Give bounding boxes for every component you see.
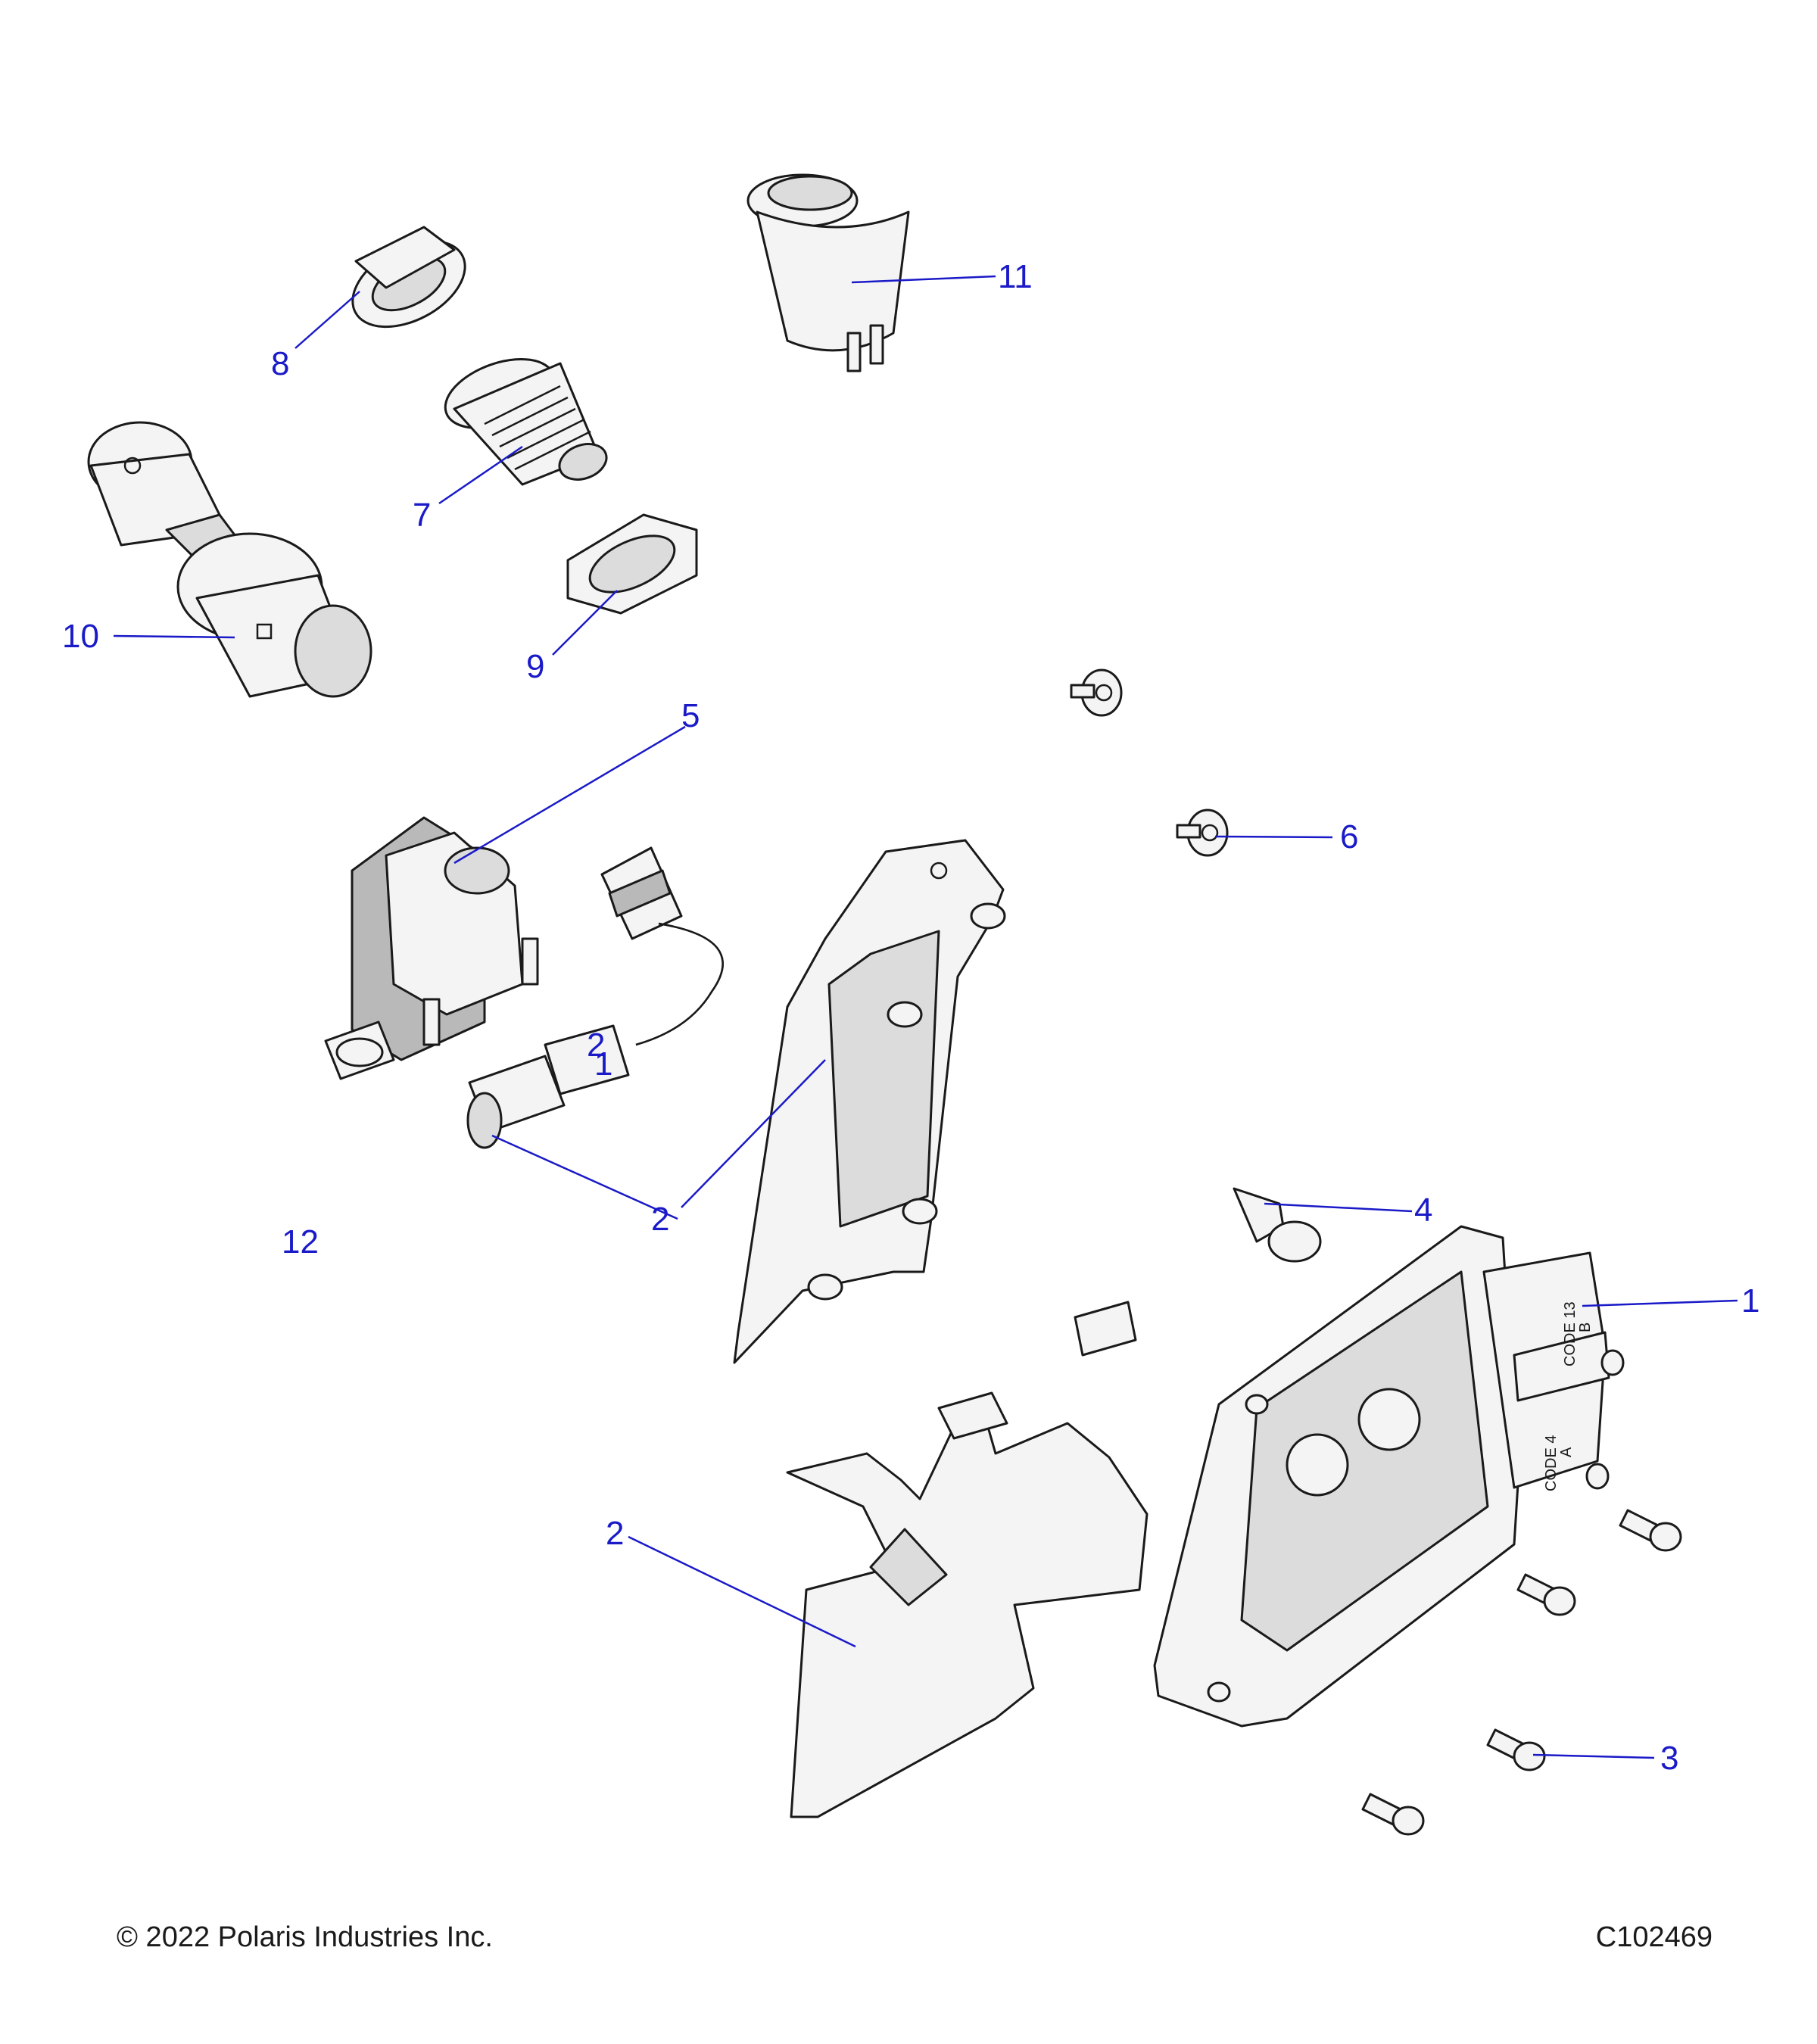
callout-5: 5: [681, 697, 700, 734]
leader-11: [851, 275, 996, 284]
leader-2-cover: [628, 1535, 856, 1648]
part-5-relay: [324, 816, 539, 1080]
pin-label-2: 2: [587, 1027, 605, 1064]
ecu-label-b: B: [1577, 1323, 1594, 1332]
callout-1: 1: [1741, 1282, 1759, 1320]
leader-5: [453, 725, 686, 865]
part-4-push-rivet: [1233, 1187, 1322, 1263]
ecu-label-code-4: CODE 4: [1543, 1435, 1560, 1491]
part-1-ecu: CODE 13 B CODE 4 A: [1153, 1225, 1625, 1728]
leader-3: [1532, 1753, 1655, 1759]
leader-4: [1264, 1202, 1413, 1213]
leader-12: [491, 1134, 678, 1220]
part-3-screws: [1361, 1509, 1682, 1836]
callout-2-cover: 2: [606, 1515, 624, 1552]
part-6-bolts: [1070, 668, 1229, 857]
callout-12: 12: [282, 1223, 319, 1260]
callout-8: 8: [271, 345, 289, 382]
callout-numbers: 1 2 2 3 4 5 6 7 8 9 10 11 12: [62, 258, 1759, 1777]
leader-lines: [113, 275, 1738, 1759]
drawing-id: C102469: [1595, 1921, 1713, 1953]
part-10-switch: [87, 421, 372, 698]
callout-3: 3: [1660, 1740, 1678, 1777]
pin-label-1: 1: [594, 1045, 612, 1083]
leader-2-bracket: [681, 1059, 826, 1208]
part-8-retainer-ring: [351, 226, 466, 329]
part-12-harness: 2 1: [466, 846, 724, 1149]
part-11-power-socket: [746, 173, 910, 372]
leader-8: [295, 291, 360, 349]
part-2-cover: [786, 1301, 1148, 1818]
callout-6: 6: [1340, 818, 1358, 855]
callout-11: 11: [998, 258, 1033, 295]
leader-1: [1582, 1299, 1738, 1307]
leader-9: [552, 590, 618, 656]
callout-10: 10: [62, 618, 99, 655]
leader-10: [113, 634, 235, 639]
callout-2-bracket: 2: [651, 1201, 669, 1238]
callout-4: 4: [1414, 1192, 1432, 1229]
part-9-nut: [566, 513, 698, 615]
ecu-label-a: A: [1558, 1447, 1575, 1457]
leader-7: [438, 445, 523, 505]
callout-9: 9: [526, 648, 544, 685]
part-7-threaded-housing: [444, 357, 608, 486]
ecu-label-code-13: CODE 13: [1562, 1301, 1579, 1366]
part-2-bracket: [733, 839, 1006, 1364]
copyright-notice: © 2022 Polaris Industries Inc.: [117, 1921, 493, 1953]
callout-7: 7: [413, 497, 431, 534]
